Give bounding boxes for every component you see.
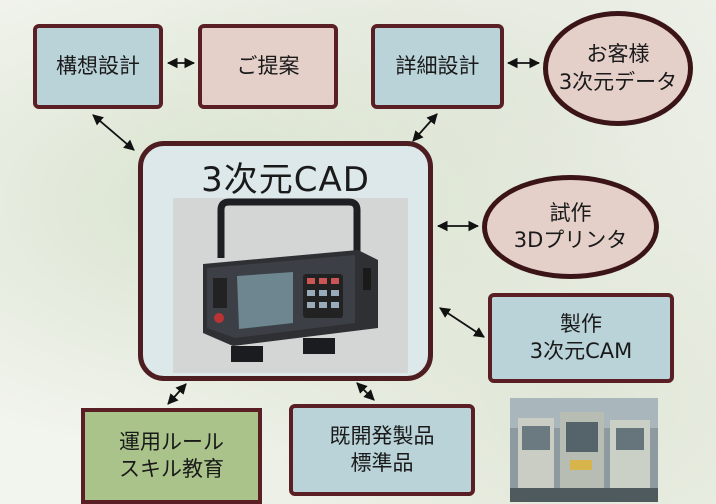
arrow-cad-manufacturing (439, 307, 485, 338)
node-prototype-3d-printer: 試作 3Dプリンタ (482, 175, 659, 279)
factory-photo (510, 398, 658, 502)
node-products-line1: 既開発製品 (329, 423, 435, 448)
node-proposal: ご提案 (198, 24, 338, 109)
node-detail-design: 詳細設計 (371, 24, 504, 109)
cad-title: 3次元CAD (201, 160, 370, 200)
arrow-cad-products (356, 382, 375, 401)
arrow-concept-cad (92, 114, 135, 151)
node-manufacturing-line1: 製作 (560, 311, 602, 336)
node-concept-design: 構想設計 (33, 24, 163, 109)
node-operation-line1: 運用ルール (119, 429, 224, 454)
node-concept-design-label: 構想設計 (56, 53, 140, 78)
node-operation-line2: スキル教育 (119, 457, 224, 481)
node-products-standard: 既開発製品 標準品 (289, 404, 475, 496)
node-proposal-label: ご提案 (236, 53, 300, 78)
node-3d-cad: 3次元CAD (138, 141, 433, 381)
node-detail-design-label: 詳細設計 (395, 53, 480, 78)
node-prototype-line1: 試作 (549, 200, 592, 225)
node-manufacturing-line2: 3次元CAM (529, 339, 633, 363)
node-manufacturing-cam: 製作 3次元CAM (488, 293, 674, 383)
node-customer-data: お客様 3次元データ (543, 11, 693, 126)
device-image (173, 198, 408, 373)
node-customer-data-line1: お客様 (586, 42, 650, 67)
arrow-detail-cad (412, 113, 438, 142)
arrow-cad-operation (167, 383, 187, 405)
node-operation-training: 運用ルール スキル教育 (81, 408, 262, 504)
node-customer-data-line2: 3次元データ (558, 69, 678, 94)
node-prototype-line2: 3Dプリンタ (513, 228, 628, 252)
node-products-line2: 標準品 (350, 451, 414, 475)
